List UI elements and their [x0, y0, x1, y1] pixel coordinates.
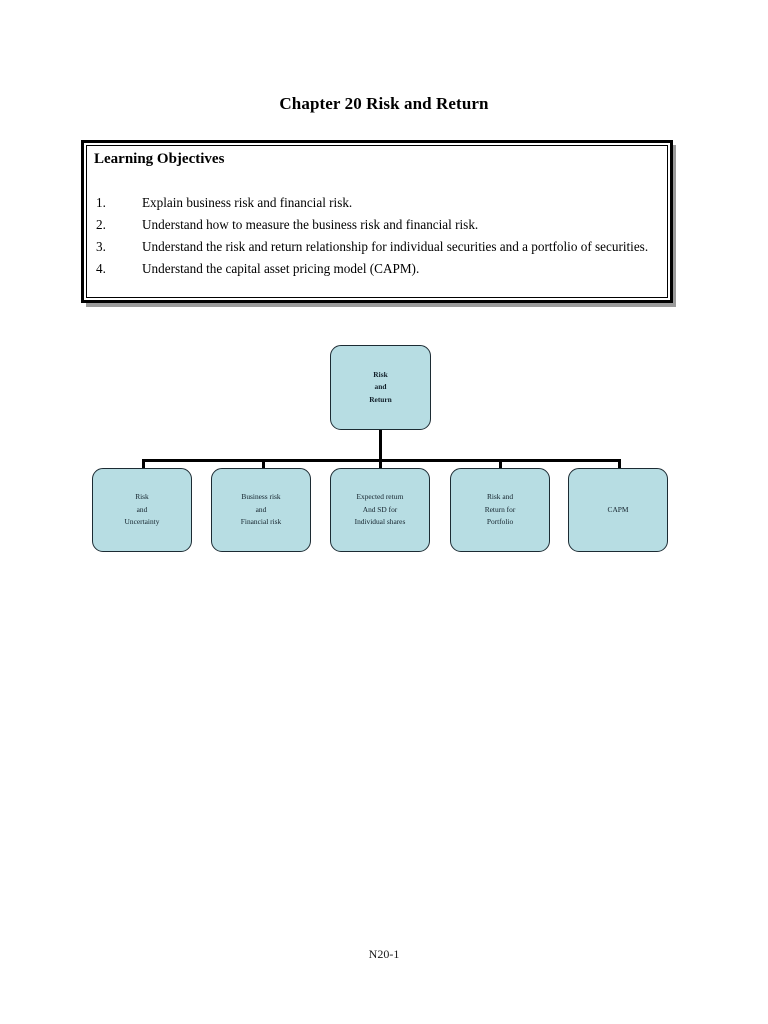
list-item: 3. Understand the risk and return relati…	[94, 236, 661, 258]
connector-drop-1	[142, 459, 145, 471]
page-title: Chapter 20 Risk and Return	[279, 94, 489, 113]
list-item-text: Understand the risk and return relations…	[142, 239, 649, 254]
connector-root-stem	[379, 430, 382, 462]
connector-drop-2	[262, 459, 265, 471]
list-item-text: Understand the capital asset pricing mod…	[142, 261, 420, 276]
connector-drop-3	[379, 459, 382, 471]
learning-objectives-inner-border: Learning Objectives 1. Explain business …	[86, 145, 668, 298]
list-item: 1. Explain business risk and financial r…	[94, 192, 661, 214]
diagram-node-capm: CAPM	[568, 468, 668, 552]
page-footer: N20-1	[368, 947, 400, 961]
list-item-text: Explain business risk and financial risk…	[142, 195, 353, 210]
list-item-number: 1.	[96, 195, 106, 210]
learning-objectives-heading: Learning Objectives	[94, 151, 225, 167]
list-item: 2. Understand how to measure the busines…	[94, 214, 661, 236]
list-item-number: 3.	[96, 239, 106, 254]
connector-drop-4	[499, 459, 502, 471]
list-item: 4. Understand the capital asset pricing …	[94, 258, 661, 280]
list-item-number: 2.	[96, 217, 106, 232]
list-item-text: Understand how to measure the business r…	[142, 217, 479, 232]
connector-drop-5	[618, 459, 621, 471]
learning-objectives-list: 1. Explain business risk and financial r…	[94, 192, 661, 280]
list-item-number: 4.	[96, 261, 106, 276]
learning-objectives-panel: Learning Objectives 1. Explain business …	[81, 140, 673, 303]
